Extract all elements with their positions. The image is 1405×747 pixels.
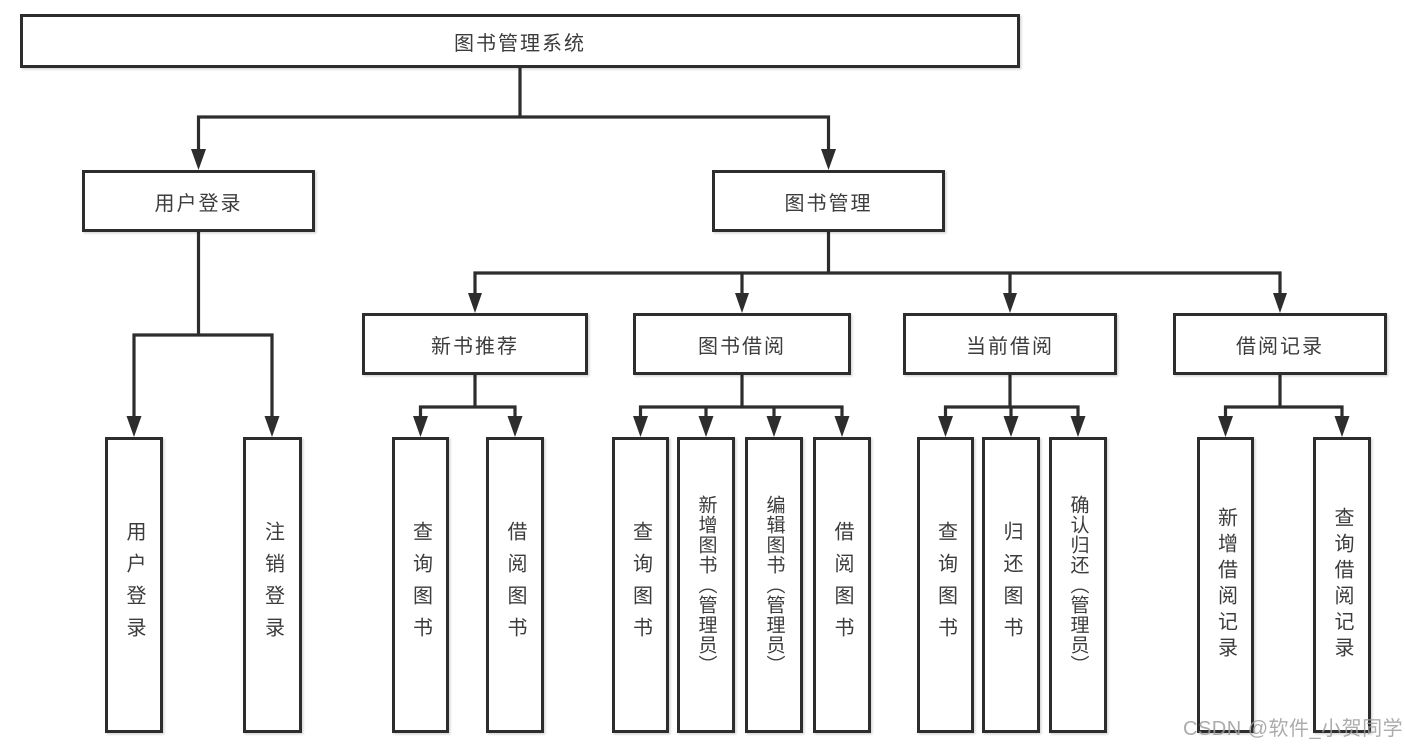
csdn-watermark: CSDN @软件_小贺同学 xyxy=(1183,718,1404,740)
leaf-recommend-borrow-book: 借阅图书 xyxy=(486,437,544,733)
node-current-borrow: 当前借阅 xyxy=(903,313,1117,375)
leaf-add-borrow-record: 新增借阅记录 xyxy=(1197,437,1254,733)
leaf-return-book: 归还图书 xyxy=(982,437,1040,733)
leaf-add-book-admin: 新增图书（管理员） xyxy=(677,437,735,733)
node-borrow-record: 借阅记录 xyxy=(1173,313,1387,375)
leaf-user-login: 用户登录 xyxy=(105,437,163,733)
node-book-management: 图书管理 xyxy=(712,170,945,232)
leaf-borrow-book: 借阅图书 xyxy=(813,437,871,733)
leaf-recommend-query-book: 查询图书 xyxy=(392,437,449,733)
node-new-book-recommend: 新书推荐 xyxy=(362,313,588,375)
node-root: 图书管理系统 xyxy=(20,14,1020,68)
leaf-logout: 注销登录 xyxy=(243,437,302,733)
leaf-current-query-book: 查询图书 xyxy=(917,437,974,733)
node-book-borrow: 图书借阅 xyxy=(633,313,851,375)
node-user-login: 用户登录 xyxy=(82,170,315,232)
leaf-borrow-query-book: 查询图书 xyxy=(612,437,669,733)
leaf-query-borrow-record: 查询借阅记录 xyxy=(1313,437,1371,733)
leaf-confirm-return-admin: 确认归还（管理员） xyxy=(1049,437,1107,733)
leaf-edit-book-admin: 编辑图书（管理员） xyxy=(745,437,803,733)
